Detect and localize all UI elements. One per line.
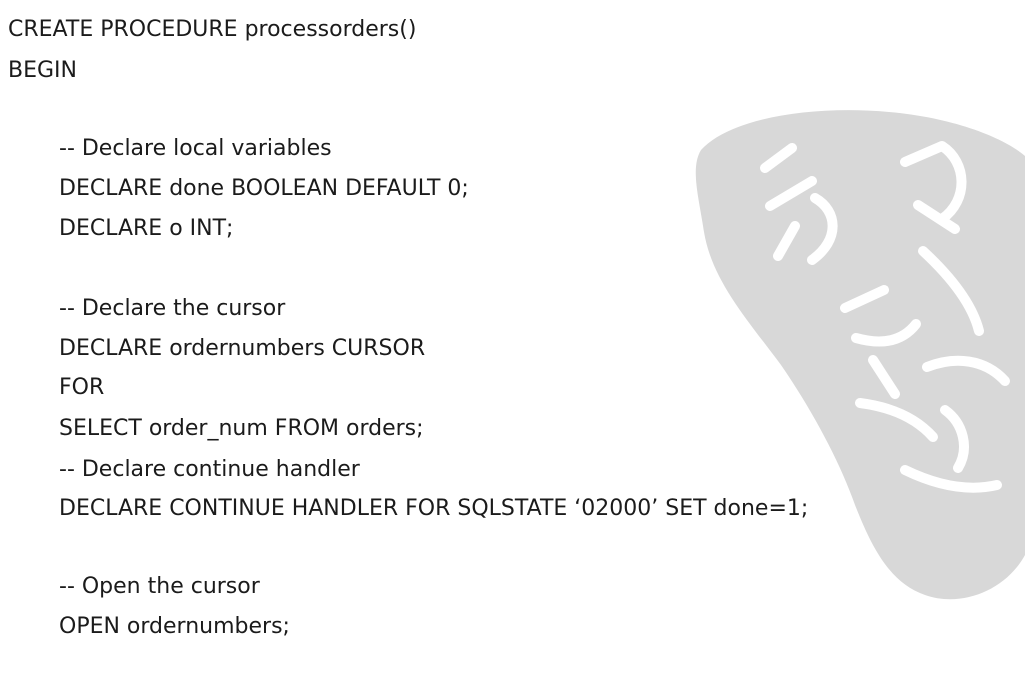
code-line-open-ordernumbers: OPEN ordernumbers; (59, 614, 290, 639)
code-line-declare-continue-handler: DECLARE CONTINUE HANDLER FOR SQLSTATE ‘0… (59, 496, 809, 521)
sql-code-block: CREATE PROCEDURE processorders() BEGIN -… (8, 0, 1018, 692)
code-comment-declare-cursor: -- Declare the cursor (59, 296, 286, 321)
code-line-create-procedure: CREATE PROCEDURE processorders() (8, 17, 417, 42)
code-comment-open-cursor: -- Open the cursor (59, 574, 260, 599)
code-line-declare-done: DECLARE done BOOLEAN DEFAULT 0; (59, 176, 469, 201)
code-line-declare-ordernumbers: DECLARE ordernumbers CURSOR (59, 336, 426, 361)
code-line-declare-o: DECLARE o INT; (59, 216, 234, 241)
code-line-select-orders: SELECT order_num FROM orders; (59, 416, 424, 441)
code-line-begin: BEGIN (8, 58, 77, 83)
code-comment-declare-continue-handler: -- Declare continue handler (59, 457, 360, 482)
code-line-for: FOR (59, 375, 105, 400)
code-comment-declare-local-variables: -- Declare local variables (59, 136, 332, 161)
